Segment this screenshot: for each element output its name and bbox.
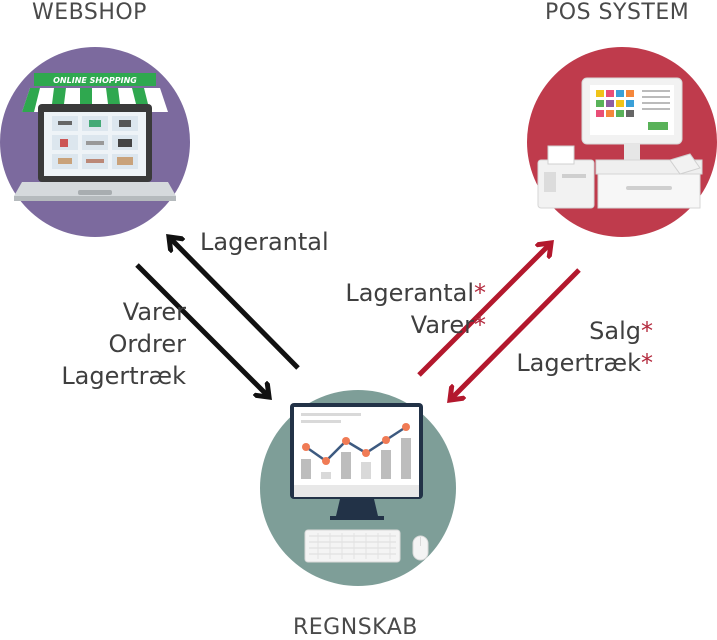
pos-terminal-icon [537, 77, 703, 209]
webshop-title: WEBSHOP [32, 0, 147, 25]
regnskab-title: REGNSKAB [293, 615, 418, 640]
asterisk-marker: * [474, 311, 486, 339]
flow-label-regnskab-to-webshop: Lagerantal [200, 226, 329, 258]
asterisk-marker: * [641, 349, 653, 377]
arrow-regnskab-to-webshop [170, 238, 300, 370]
desktop-chart-icon [290, 403, 429, 563]
arrow-webshop-to-regnskab [135, 263, 268, 396]
arrow-pos-to-regnskab [451, 268, 581, 399]
arrow-regnskab-to-pos [417, 244, 550, 377]
pos-node [527, 47, 717, 237]
flow-text: Varer [122, 298, 186, 326]
pos-title: POS SYSTEM [545, 0, 690, 25]
flow-label-regnskab-to-pos: Lagerantal* Varer* [318, 277, 486, 341]
flow-text: Varer [410, 311, 474, 339]
flow-text: Ordrer [108, 330, 186, 358]
asterisk-marker: * [641, 317, 653, 345]
webshop-node: ONLINE SHOPPING [0, 47, 190, 237]
flow-label-webshop-to-regnskab: Varer Ordrer Lagertræk [60, 296, 186, 392]
flow-text: Lagertræk [61, 362, 186, 390]
flow-label-pos-to-regnskab: Salg* Lagertræk* [513, 315, 653, 379]
flow-text: Salg [589, 317, 641, 345]
regnskab-node [260, 390, 456, 586]
asterisk-marker: * [474, 279, 486, 307]
flow-text: Lagerantal [345, 279, 474, 307]
webshop-banner-text: ONLINE SHOPPING [53, 76, 137, 85]
flow-text: Lagerantal [200, 228, 329, 256]
shop-laptop-icon: ONLINE SHOPPING [14, 73, 176, 201]
flow-text: Lagertræk [516, 349, 641, 377]
